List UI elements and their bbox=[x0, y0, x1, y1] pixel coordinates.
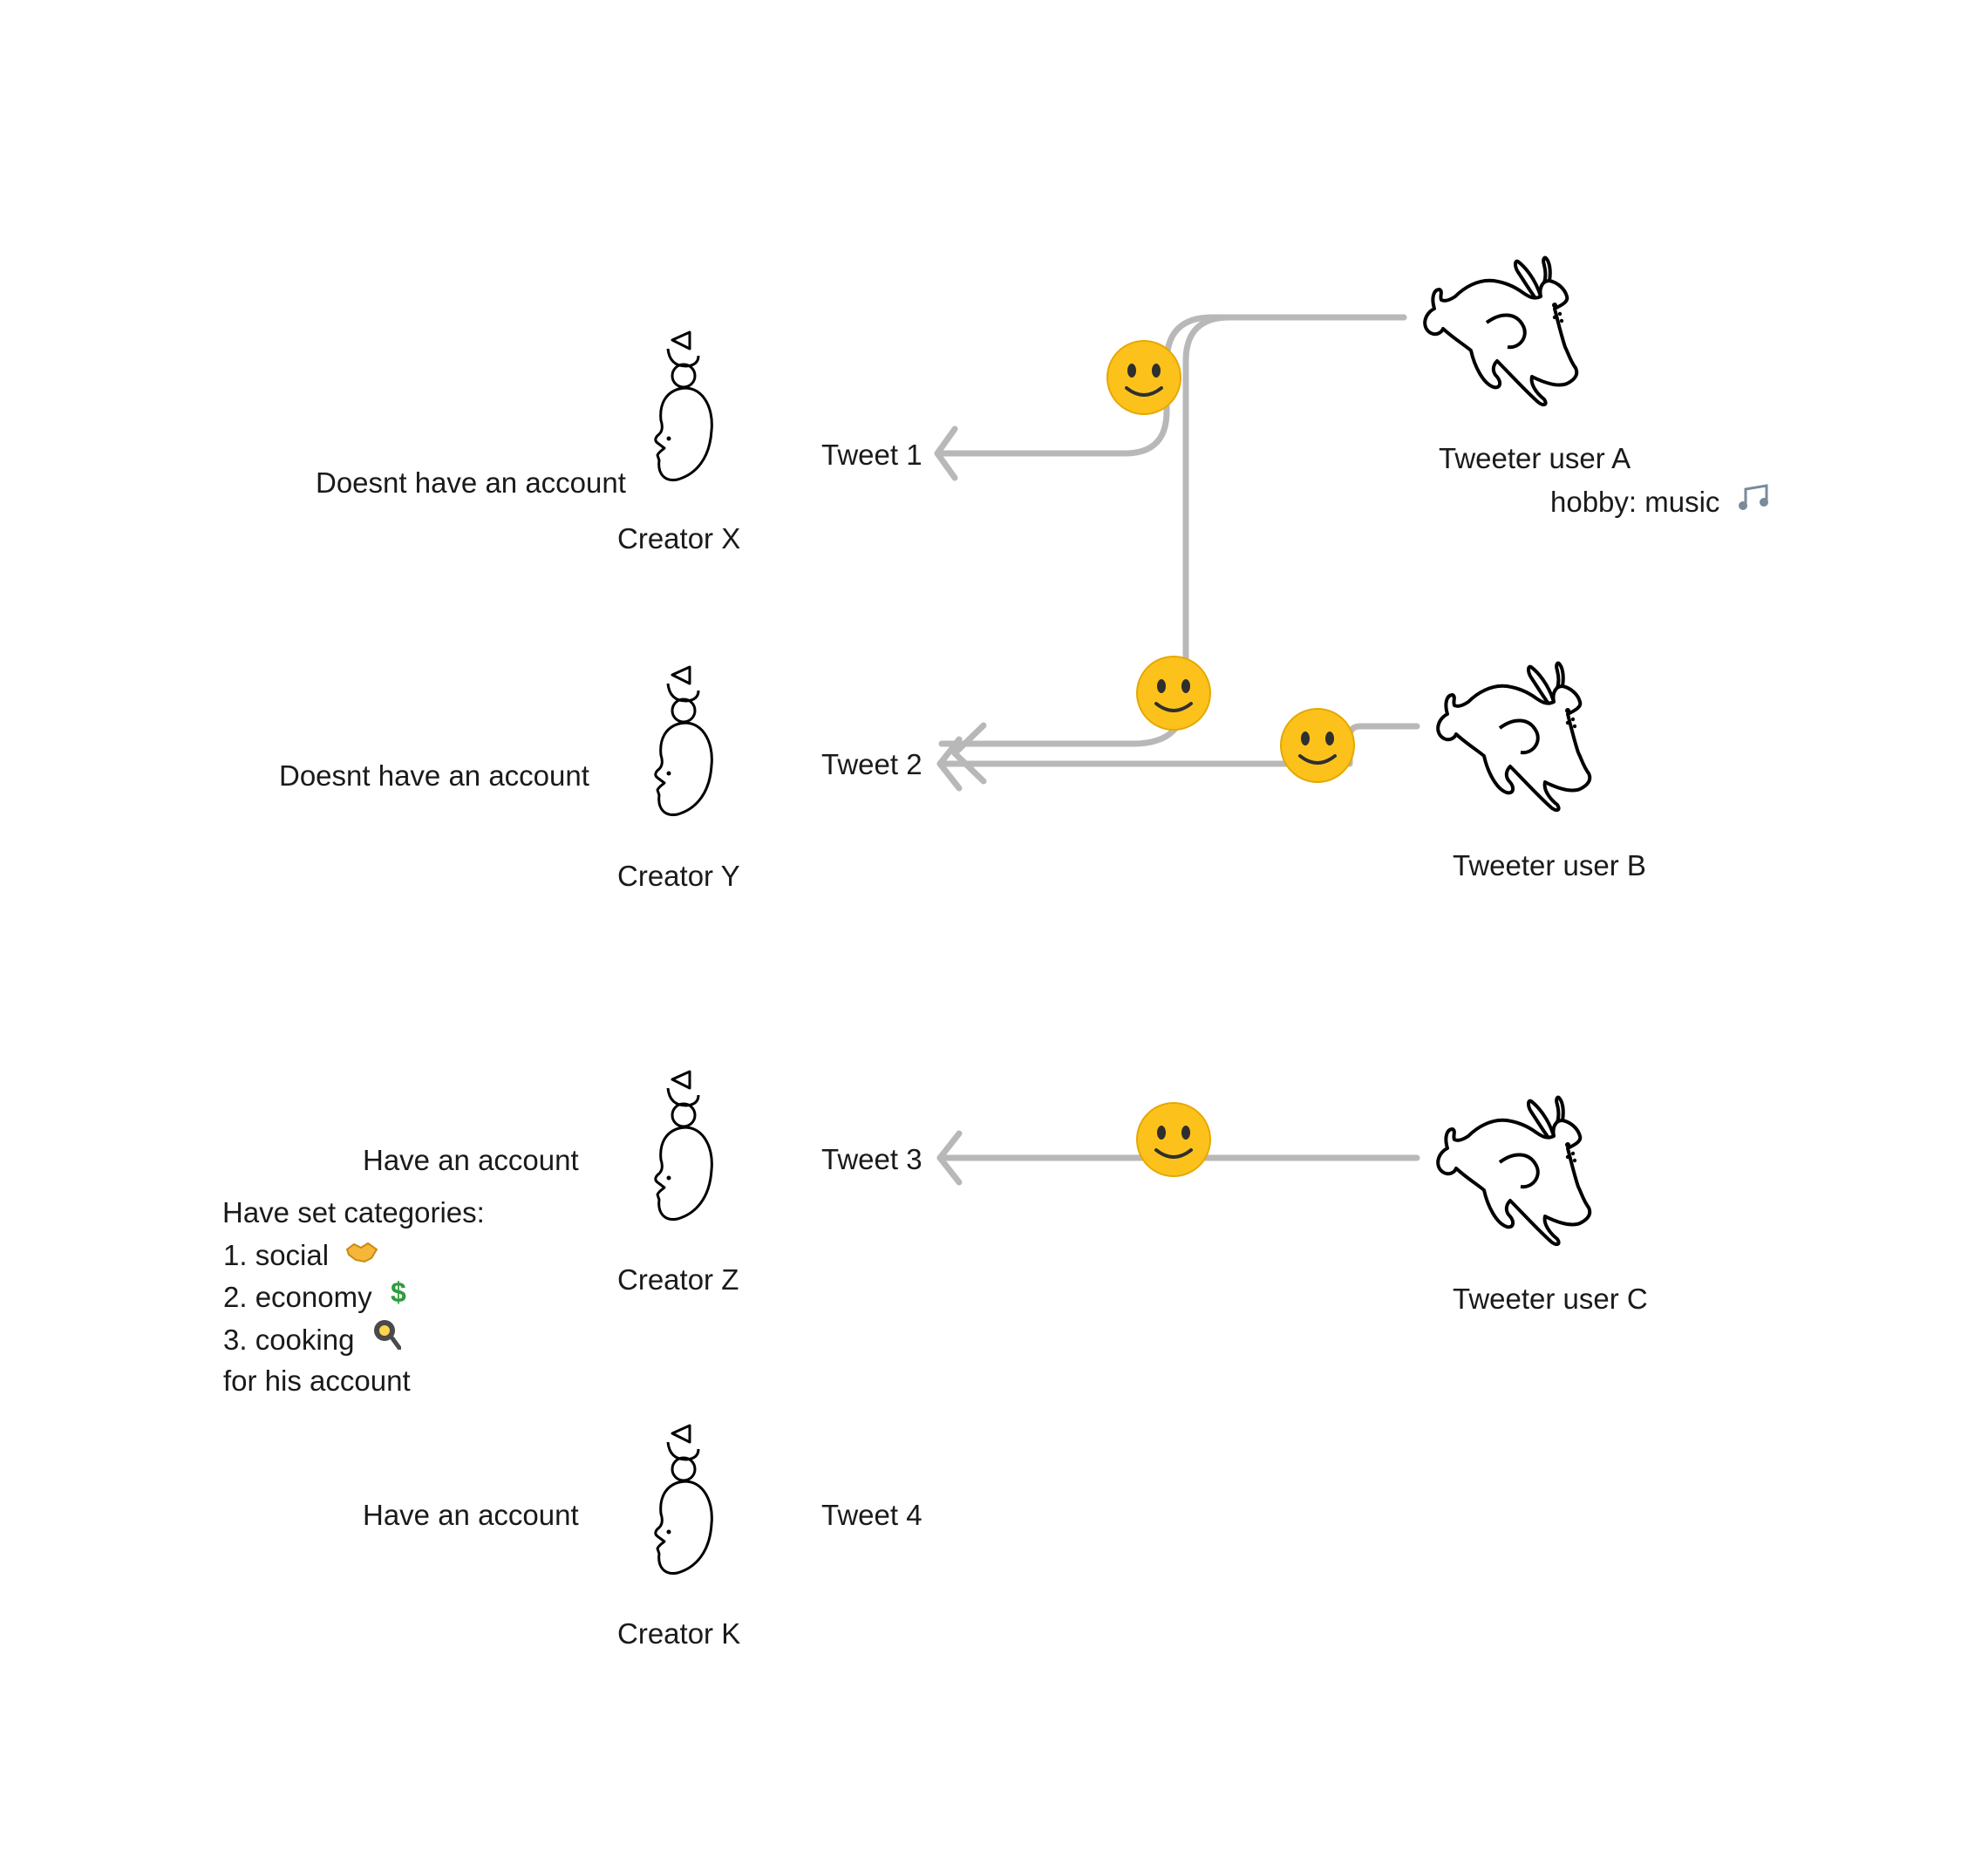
category-item: 2. economy $ bbox=[223, 1276, 411, 1318]
tweet-1: Tweet 1 bbox=[821, 439, 923, 471]
category-label: 1. social bbox=[223, 1239, 330, 1271]
creator-y-name: Creator Y bbox=[617, 860, 740, 892]
creator-z-person-icon bbox=[654, 1070, 713, 1222]
category-label: 2. economy bbox=[223, 1281, 372, 1313]
user-a-name: Tweeter user A bbox=[1439, 442, 1631, 474]
user-a-note: hobby: music bbox=[1550, 484, 1772, 520]
user-a-hobby: hobby: music bbox=[1550, 486, 1720, 518]
creator-z-status: Have an account bbox=[363, 1144, 579, 1176]
dollar-icon: $ bbox=[389, 1276, 410, 1318]
tweet-2: Tweet 2 bbox=[821, 748, 923, 780]
creator-x-status: Doesnt have an account bbox=[316, 466, 626, 499]
category-label: 3. cooking bbox=[223, 1324, 355, 1356]
creator-x-person-icon bbox=[654, 330, 713, 482]
handshake-icon bbox=[345, 1235, 378, 1276]
creator-x-name: Creator X bbox=[617, 522, 741, 555]
arrowhead-tweet-3 bbox=[936, 1130, 963, 1186]
arrowhead-tweet-2-b bbox=[936, 736, 963, 792]
frying-pan-icon bbox=[371, 1318, 402, 1361]
user-b-rabbit-icon bbox=[1436, 661, 1592, 813]
category-item: 1. social bbox=[223, 1235, 411, 1276]
music-notes-icon bbox=[1737, 484, 1772, 520]
creator-y-status: Doesnt have an account bbox=[279, 759, 589, 792]
category-item: 3. cooking bbox=[223, 1318, 411, 1360]
creator-k-name: Creator K bbox=[617, 1617, 741, 1650]
user-c-rabbit-icon bbox=[1436, 1095, 1592, 1247]
smiley-face-icon bbox=[1279, 707, 1356, 784]
smiley-face-icon bbox=[1135, 1101, 1212, 1178]
arrowhead-tweet-2-a bbox=[951, 722, 987, 785]
arrowhead-tweet-1 bbox=[934, 425, 958, 481]
user-a-rabbit-icon bbox=[1423, 255, 1579, 407]
categories-list: 1. social 2. economy $ 3. cooking for hi… bbox=[223, 1235, 411, 1402]
svg-text:$: $ bbox=[391, 1277, 406, 1307]
creator-k-status: Have an account bbox=[363, 1499, 579, 1531]
categories-footer: for his account bbox=[223, 1365, 411, 1397]
tweet-3: Tweet 3 bbox=[821, 1143, 923, 1175]
smiley-face-icon bbox=[1135, 655, 1212, 732]
creator-y-person-icon bbox=[654, 665, 713, 817]
user-b-name: Tweeter user B bbox=[1453, 849, 1646, 881]
user-c-name: Tweeter user C bbox=[1453, 1283, 1648, 1315]
smiley-face-icon bbox=[1106, 339, 1182, 416]
tweet-4: Tweet 4 bbox=[821, 1499, 923, 1531]
creator-k-person-icon bbox=[654, 1424, 713, 1576]
categories-heading: Have set categories: bbox=[222, 1196, 485, 1228]
creator-z-name: Creator Z bbox=[617, 1263, 739, 1296]
